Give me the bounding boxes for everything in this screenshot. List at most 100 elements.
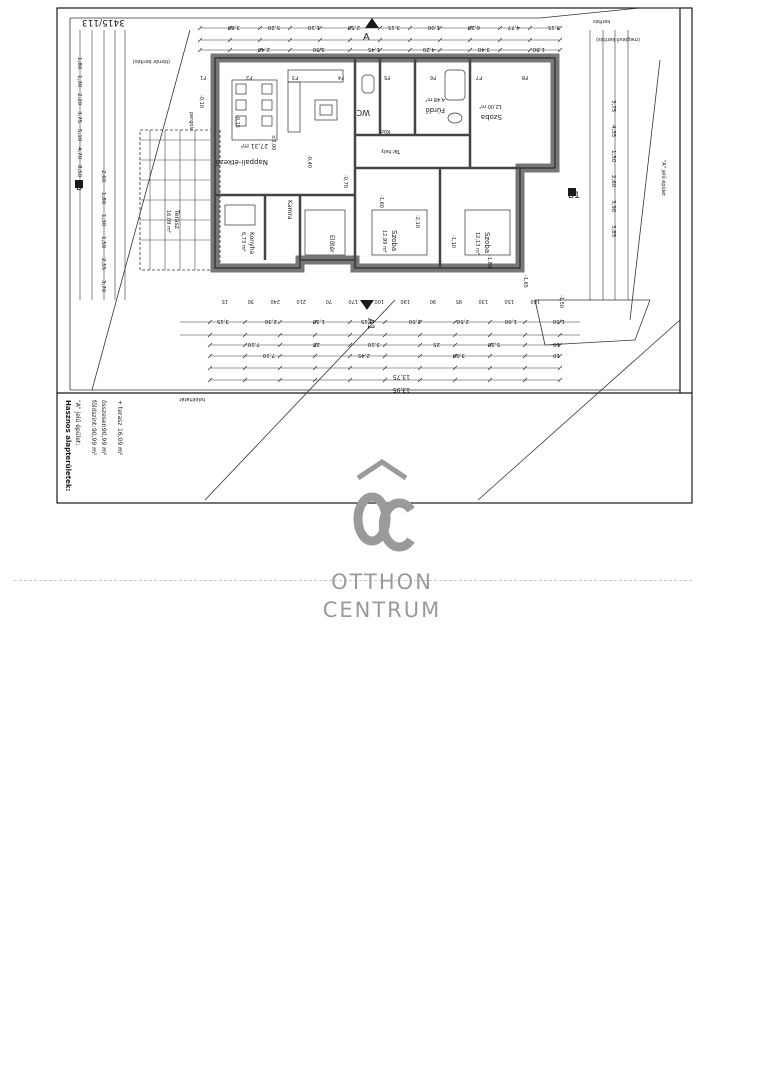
dimension-label: 8,50 — [76, 165, 82, 178]
dimension-label: 10 — [553, 352, 560, 358]
dimension-tick — [197, 37, 203, 43]
room-kozl-name: Közl. — [378, 128, 390, 134]
dimension-tick — [347, 37, 353, 43]
dimension-tick — [407, 47, 413, 53]
dimension-tick — [227, 25, 233, 31]
dimension-label: 1,00 — [427, 24, 440, 30]
dimension-tick — [227, 47, 233, 53]
section-mark-b: B — [76, 183, 82, 193]
room-furdo-name: Fürdő — [425, 106, 445, 115]
dimension-label: 1,50 — [610, 150, 616, 163]
room-eloter-name: Előtér — [328, 235, 335, 253]
dimension-tick — [557, 332, 563, 338]
dimension-tick — [347, 47, 353, 53]
level-label: -0,15 — [234, 115, 240, 128]
dimension-tick — [497, 25, 503, 31]
window-label: F3 — [292, 74, 298, 80]
dimension-label: 4,35 — [610, 125, 616, 138]
dimension-tick — [257, 25, 263, 31]
dimension-tick — [242, 377, 248, 383]
dimension-tick — [377, 25, 383, 31]
dimension-label: 3,80 — [227, 24, 240, 30]
dimension-tick — [522, 342, 528, 348]
dimension-label: 3,30 — [312, 46, 325, 52]
dimension-label: 2,30 — [264, 318, 277, 324]
dimension-label: 3,75 — [610, 100, 616, 113]
room-wc-name: WC — [356, 108, 370, 117]
level-label: -0,40 — [306, 155, 312, 168]
dimension-tick — [497, 47, 503, 53]
window-label: F4 — [338, 74, 344, 80]
dimension-label: 25 — [433, 341, 440, 347]
dimension-label: 4,20 — [422, 46, 435, 52]
dimension-label: 1,30 — [100, 214, 106, 227]
dimensions-bottom-3: 103,002,457,10 — [262, 352, 560, 358]
section-mark-a: A — [363, 32, 370, 43]
dimension-label: 3,70 — [100, 280, 106, 293]
dimension-tick — [437, 47, 443, 53]
dimension-tick — [347, 377, 353, 383]
window-label: F5 — [384, 74, 390, 80]
watermark-logo — [353, 458, 415, 552]
dimension-label: 1,50 — [408, 318, 421, 324]
dimension-tick — [557, 47, 563, 53]
dimension-tick — [487, 332, 493, 338]
room-konyha-name: Konyha — [248, 232, 255, 254]
dimension-label: 1,50 — [552, 318, 565, 324]
dimension-label: 4,77 — [507, 24, 520, 30]
dimension-tick — [452, 353, 458, 359]
wall-dimension-label: 30 — [248, 298, 254, 304]
dimension-tick — [522, 365, 528, 371]
dimension-label: 2,20 — [76, 93, 82, 106]
dimension-tick — [452, 342, 458, 348]
summary-row1-label: földszint: — [90, 400, 97, 427]
dimension-tick — [557, 353, 563, 359]
dimensions-left: 8,504,705,103,752,201,301,80 — [76, 57, 82, 178]
dimension-label: 3,85 — [610, 225, 616, 238]
level-label: -1,60 — [378, 195, 384, 208]
dimension-label: 2,55 — [100, 258, 106, 271]
dimension-tick — [417, 377, 423, 383]
dimension-tick — [287, 47, 293, 53]
wall-dimension-label: 15 — [222, 298, 228, 304]
dimension-tick — [207, 319, 213, 325]
window-label: F2 — [246, 74, 252, 80]
dimension-label: 3,75 — [76, 111, 82, 124]
dimension-tick — [417, 332, 423, 338]
dimension-label: 3,00 — [452, 352, 465, 358]
dimension-tick — [527, 37, 533, 43]
dimension-tick — [452, 319, 458, 325]
dimension-tick — [452, 332, 458, 338]
window-label: F6 — [430, 74, 436, 80]
dimension-tick — [277, 353, 283, 359]
dimension-tick — [197, 25, 203, 31]
dimensions-top-2: 1,803,404,201,453,302,40 — [257, 46, 545, 52]
dimension-tick — [417, 319, 423, 325]
dimension-tick — [382, 353, 388, 359]
dimension-ticks — [197, 25, 563, 383]
room-szoba1-area: 12,00 m² — [479, 103, 502, 109]
dimension-tick — [242, 319, 248, 325]
dimension-label: 2,45 — [357, 352, 370, 358]
room-kamra-name: Kamra — [286, 200, 293, 220]
dimension-tick — [487, 377, 493, 383]
dimension-label: 2,50 — [456, 318, 469, 324]
dimension-label: 4,70 — [76, 147, 82, 160]
dimension-tick — [522, 332, 528, 338]
dimension-tick — [207, 365, 213, 371]
room-szoba2-name: Szoba — [390, 230, 398, 251]
summary-title: Hasznos alapterületek: — [64, 400, 72, 492]
room-nappali-name: Nappali-étkező — [216, 158, 268, 167]
floor-plan-drawing: Nappali-étkező 27,31 m² WC Fürdő 4,48 m²… — [56, 7, 693, 552]
dimension-tick — [467, 47, 473, 53]
site-lines — [69, 7, 681, 501]
dimension-tick — [557, 37, 563, 43]
dimension-tick — [487, 365, 493, 371]
dimension-tick — [382, 377, 388, 383]
level-label: ±0,00 — [270, 135, 276, 150]
dimension-tick — [527, 25, 533, 31]
room-konyha-area: 6,73 m² — [240, 232, 246, 252]
dimension-tick — [467, 25, 473, 31]
dimension-label: 1,80 — [100, 192, 106, 205]
room-terasz-area: 16,09 m² — [165, 210, 171, 233]
